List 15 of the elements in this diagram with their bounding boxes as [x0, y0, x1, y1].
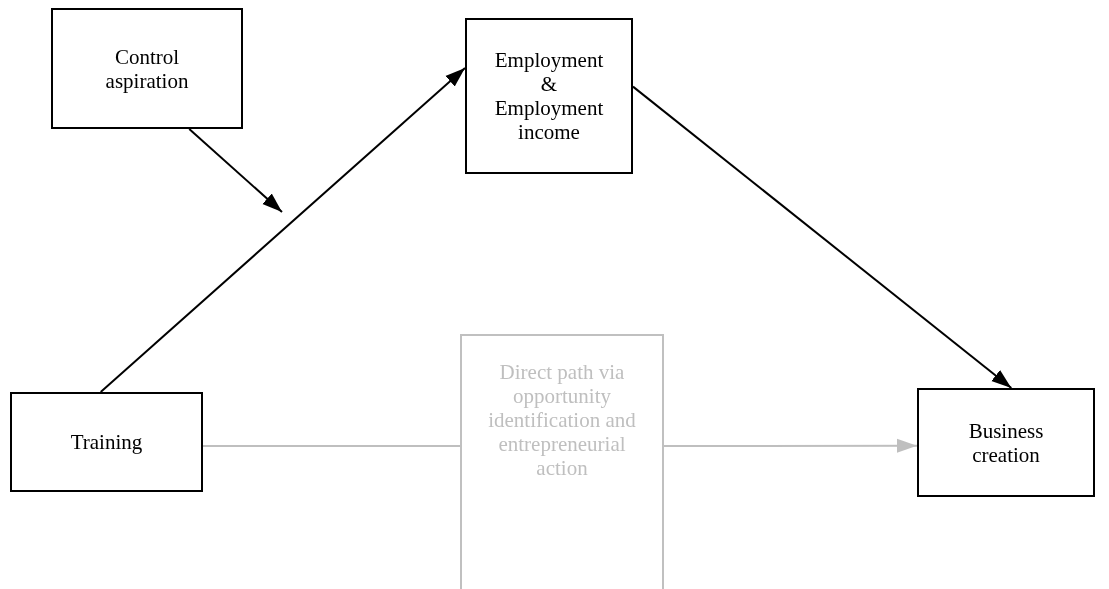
node-label: Employment & Employment income: [493, 48, 605, 144]
arrow: [99, 66, 466, 393]
moderator-arrow: [188, 128, 283, 213]
concept-box: [51, 8, 243, 129]
node-label: Training: [69, 430, 144, 454]
open-box: [460, 334, 664, 589]
arrow: [663, 438, 918, 453]
concept-box: [917, 388, 1095, 497]
connector-line: [202, 445, 461, 447]
concept-box: [465, 18, 633, 174]
node-label: Control aspiration: [104, 44, 190, 93]
node-label: Business creation: [967, 418, 1045, 467]
node-label: Direct path via opportunity identification and entrepreneurial action: [487, 360, 637, 480]
arrow: [632, 85, 1013, 389]
concept-box: [10, 392, 203, 492]
